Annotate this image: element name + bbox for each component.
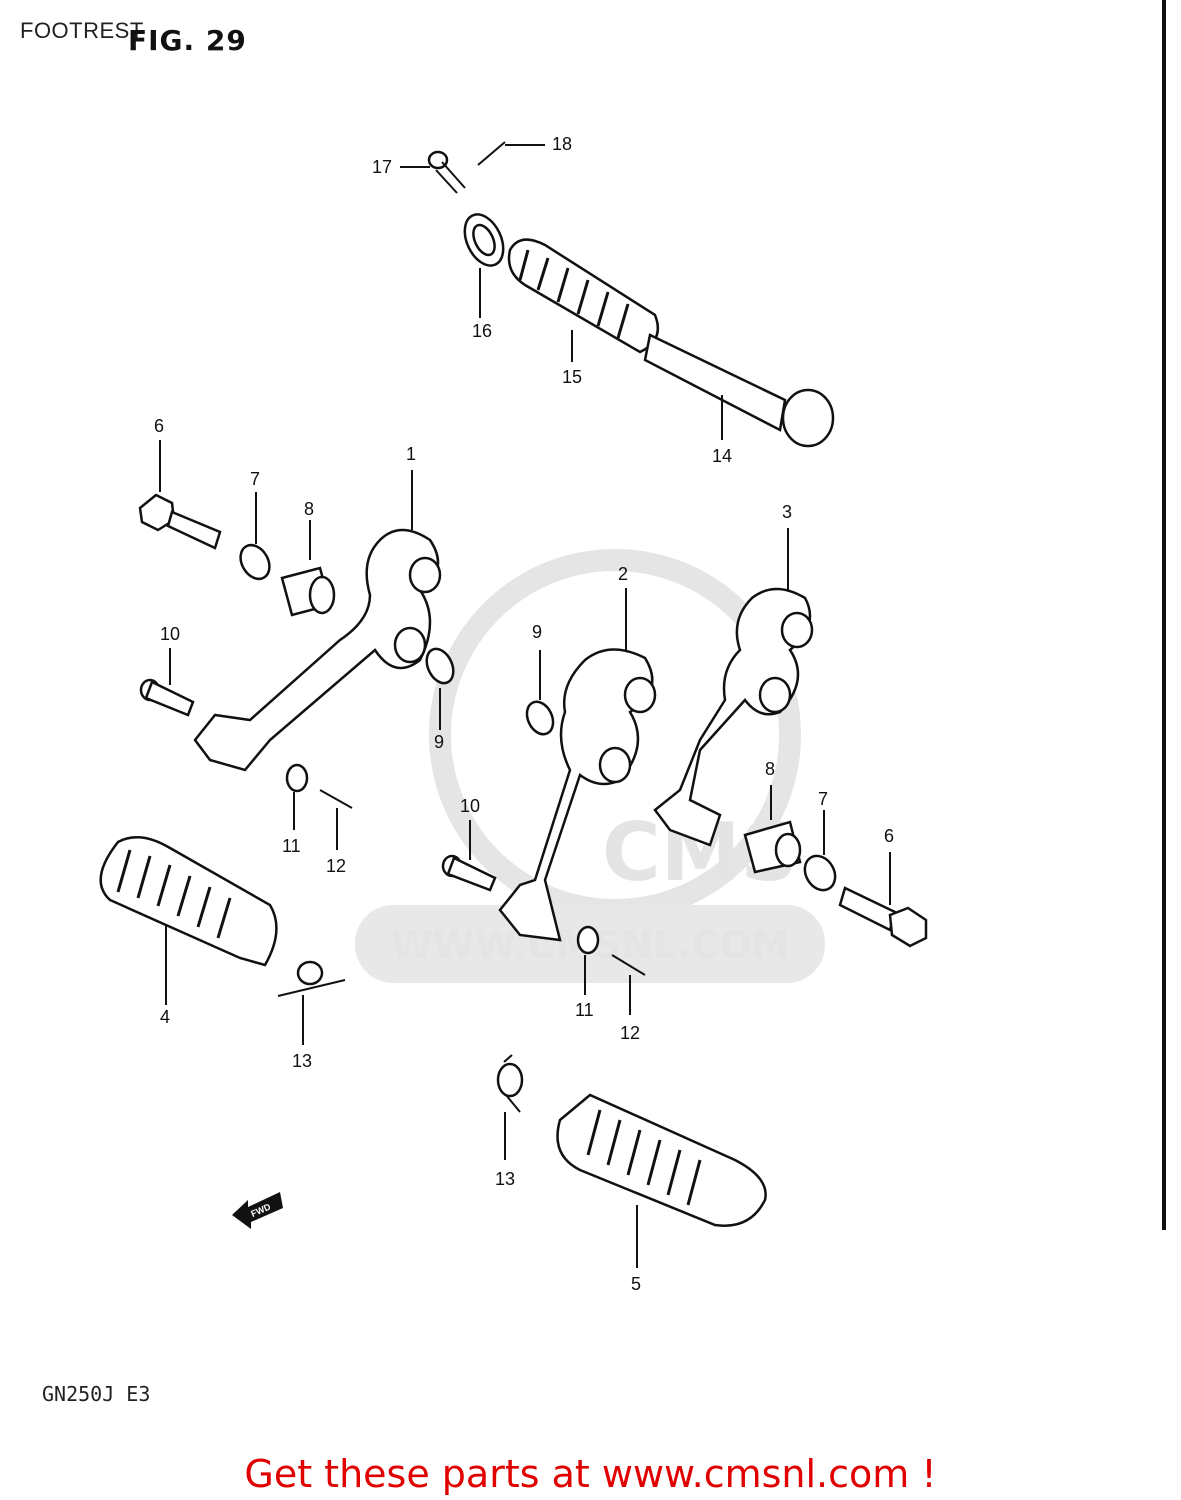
callout-7-left: 7 <box>250 469 260 489</box>
callout-labels: 17 18 16 15 14 6 7 8 1 3 2 10 9 9 8 7 6 … <box>154 134 894 1294</box>
part-11-washer-right[interactable] <box>576 925 600 995</box>
callout-10-right: 10 <box>460 796 480 816</box>
callout-7-right: 7 <box>818 789 828 809</box>
callout-4: 4 <box>160 1007 170 1027</box>
callout-16: 16 <box>472 321 492 341</box>
part-2-footrest-bracket-right[interactable] <box>498 588 657 942</box>
part-13-spring-right[interactable] <box>496 1054 524 1160</box>
callout-18: 18 <box>552 134 572 154</box>
callout-13-left: 13 <box>292 1051 312 1071</box>
callout-3: 3 <box>782 502 792 522</box>
callout-9-left: 9 <box>434 732 444 752</box>
part-9-washer-right-a[interactable] <box>522 650 558 738</box>
part-5-footpeg-right[interactable] <box>556 1093 767 1268</box>
part-12-cotter-right[interactable] <box>611 954 646 1015</box>
cmsnl-parts-link[interactable]: Get these parts at www.cmsnl.com ! <box>244 1452 937 1496</box>
part-1-footrest-bracket-left[interactable] <box>193 470 442 772</box>
exploded-parts-diagram: WWW.CMSNL.COM CMS <box>99 134 928 1294</box>
callout-13-right: 13 <box>495 1169 515 1189</box>
callout-1: 1 <box>406 444 416 464</box>
part-18-cotter-pin[interactable] <box>477 141 545 166</box>
part-7-washer-right[interactable] <box>799 810 841 896</box>
callout-17: 17 <box>372 157 392 177</box>
part-10-pin-right[interactable] <box>441 820 497 892</box>
forward-direction-arrow-icon: FWD <box>232 1192 283 1229</box>
part-8-bushing-left[interactable] <box>280 520 336 617</box>
page-title: FOOTREST <box>20 18 144 43</box>
callout-15: 15 <box>562 367 582 387</box>
callout-6-left: 6 <box>154 416 164 436</box>
part-6-bolt-right[interactable] <box>838 852 928 948</box>
callout-14: 14 <box>712 446 732 466</box>
callout-2: 2 <box>618 564 628 584</box>
figure-number: FIG. 29 <box>128 24 247 57</box>
part-17-clevis-pin[interactable] <box>400 150 466 194</box>
part-12-cotter-left[interactable] <box>319 789 353 850</box>
callout-11-right: 11 <box>575 1000 594 1020</box>
part-4-footpeg-left[interactable] <box>99 835 278 1005</box>
part-9-washer-left[interactable] <box>422 645 459 730</box>
callout-5: 5 <box>631 1274 641 1294</box>
part-8-bushing-right[interactable] <box>743 785 802 874</box>
callout-9-right: 9 <box>532 622 542 642</box>
callout-10-left: 10 <box>160 624 180 644</box>
part-16-washer[interactable] <box>457 208 511 318</box>
callout-12-right: 12 <box>620 1023 640 1043</box>
part-3-footrest-bracket-right[interactable] <box>653 528 814 847</box>
model-code: GN250J E3 <box>42 1382 151 1406</box>
part-13-spring-left[interactable] <box>277 960 346 1045</box>
part-14-rear-footrest-bar[interactable] <box>643 333 835 448</box>
page-border <box>1162 0 1166 1230</box>
part-15-rear-footrest-rubber[interactable] <box>507 238 660 362</box>
callout-12-left: 12 <box>326 856 346 876</box>
callout-6-right: 6 <box>884 826 894 846</box>
part-7-washer-left[interactable] <box>235 492 276 584</box>
callout-11-left: 11 <box>282 836 301 856</box>
callout-8-left: 8 <box>304 499 314 519</box>
callout-8-right: 8 <box>765 759 775 779</box>
part-11-washer-left[interactable] <box>285 763 309 830</box>
part-10-pin-left[interactable] <box>139 648 195 717</box>
part-6-bolt-left[interactable] <box>138 440 222 550</box>
